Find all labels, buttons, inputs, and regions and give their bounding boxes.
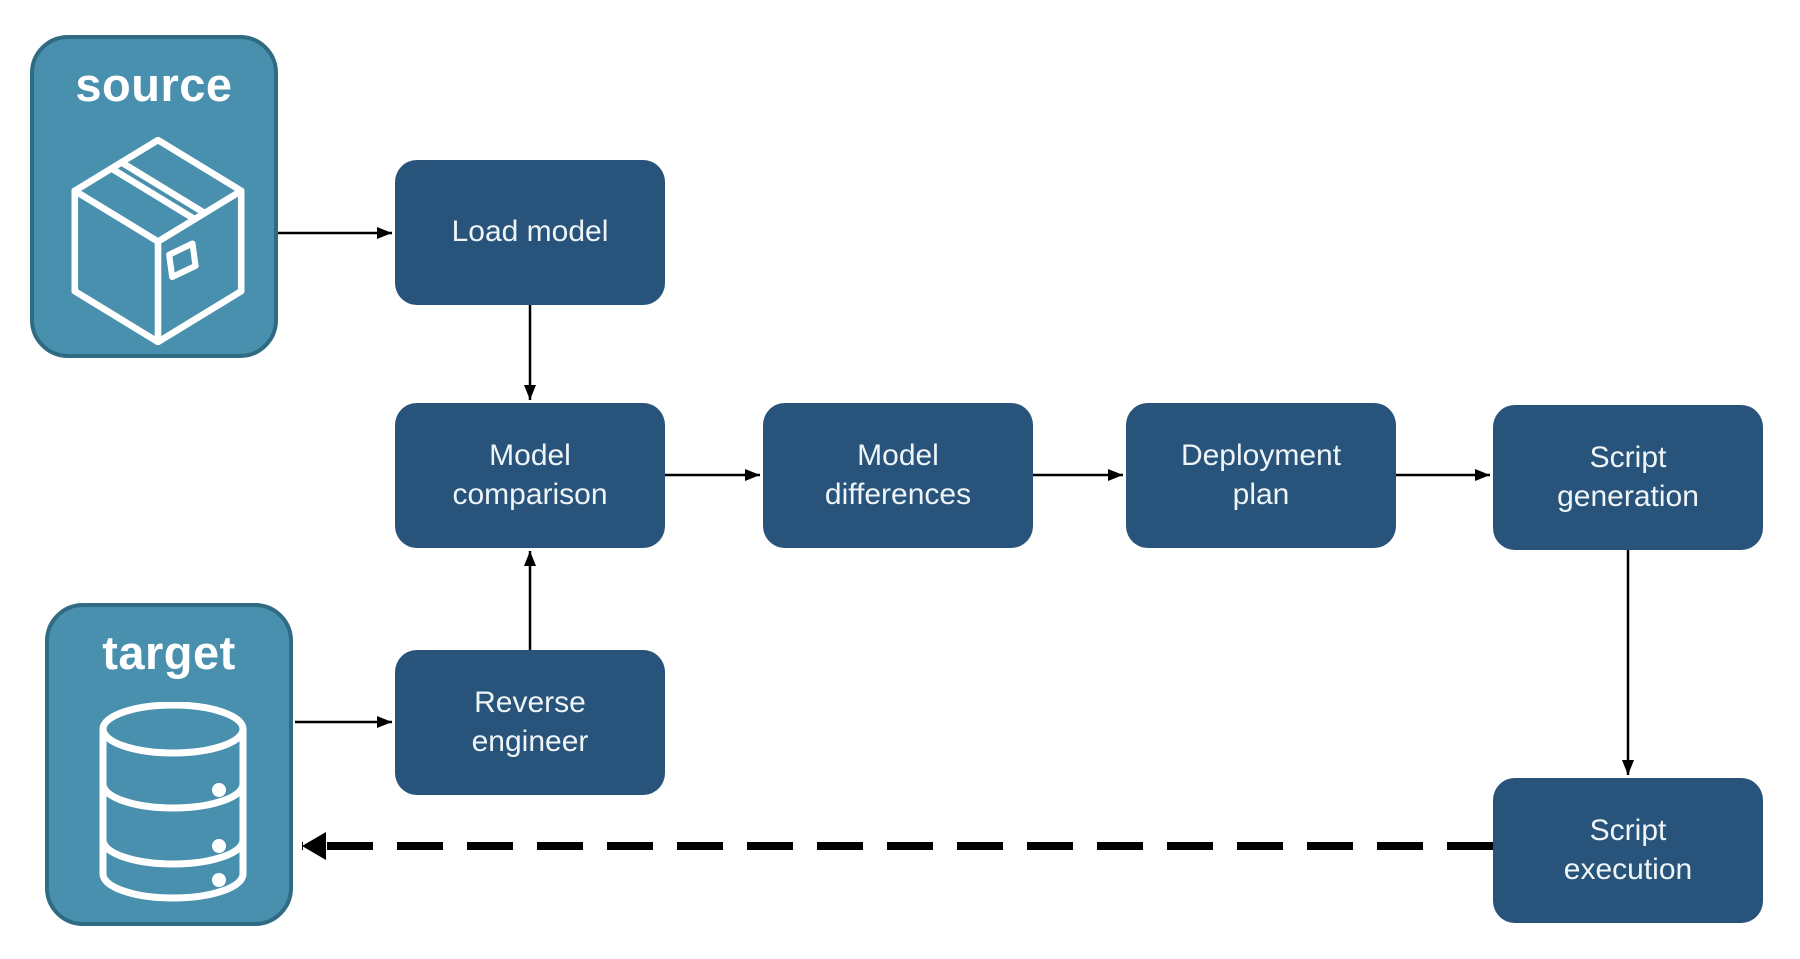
node-model-differences: Model differences [763, 403, 1033, 548]
node-label: Script generation [1557, 441, 1699, 513]
node-reverse-engineer: Reverse engineer [395, 650, 665, 795]
source-endpoint: source [30, 35, 278, 358]
source-label: source [75, 58, 233, 111]
node-script-generation: Script generation [1493, 405, 1763, 550]
package-icon [71, 137, 245, 345]
target-endpoint: target [45, 603, 293, 926]
node-load-model: Load model [395, 160, 665, 305]
node-label: Reverse engineer [471, 686, 589, 758]
node-model-comparison: Model comparison [395, 403, 665, 548]
node-label: Model differences [824, 439, 972, 511]
node-label: Model comparison [452, 439, 608, 511]
node-deployment-plan: Deployment plan [1126, 403, 1396, 548]
target-label: target [102, 626, 236, 679]
node-label: Deployment plan [1180, 439, 1342, 511]
node-label: Load model [451, 215, 609, 249]
node-label: Script execution [1563, 814, 1693, 886]
node-script-execution: Script execution [1493, 778, 1763, 923]
database-icon [99, 702, 247, 902]
